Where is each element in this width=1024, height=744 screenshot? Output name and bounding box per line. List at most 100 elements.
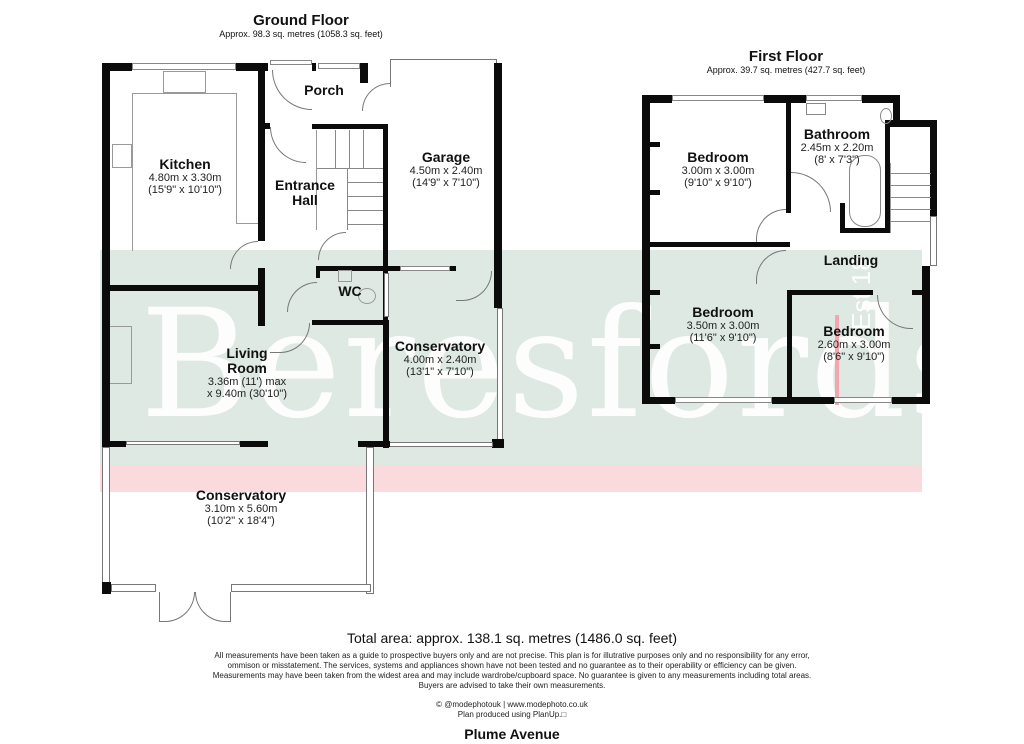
wall bbox=[102, 285, 265, 291]
wall bbox=[102, 63, 110, 448]
french-door-left[interactable] bbox=[159, 592, 195, 622]
room-landing: Landing bbox=[823, 252, 879, 268]
wall bbox=[650, 344, 660, 349]
toilet-icon bbox=[358, 288, 376, 304]
conservatory-glazing bbox=[366, 447, 374, 594]
wall bbox=[102, 63, 132, 71]
wall bbox=[316, 266, 389, 271]
room-garage: Garage 4.50m x 2.40m (14'9" x 7'10") bbox=[409, 149, 483, 190]
wall bbox=[388, 266, 400, 271]
produced-line: Plan produced using PlanUp.□ bbox=[457, 710, 567, 719]
wall bbox=[102, 582, 111, 594]
room-conservatory-small: Conservatory 4.00m x 2.40m (13'1" x 7'10… bbox=[394, 338, 486, 379]
wall bbox=[492, 439, 504, 448]
wall bbox=[650, 190, 660, 195]
wall bbox=[885, 120, 937, 127]
conservatory-glazing bbox=[231, 584, 371, 592]
wall bbox=[650, 142, 660, 147]
room-kitchen: Kitchen 4.80m x 3.30m (15'9" x 10'10") bbox=[148, 156, 222, 197]
first-floor-title: First Floor bbox=[748, 48, 824, 65]
room-entrance-hall: Entrance Hall bbox=[275, 177, 335, 208]
garage-window bbox=[400, 266, 450, 271]
room-bathroom: Bathroom 2.45m x 2.20m (8' x 7'3") bbox=[800, 126, 874, 167]
bedroom-window bbox=[675, 397, 772, 403]
wall bbox=[764, 95, 806, 103]
basin-icon bbox=[338, 270, 352, 282]
wall bbox=[642, 397, 675, 404]
wall bbox=[316, 266, 320, 278]
wall bbox=[240, 441, 268, 447]
wall bbox=[787, 290, 792, 400]
sink-icon bbox=[163, 71, 206, 93]
wall bbox=[360, 63, 368, 83]
total-area: Total area: approx. 138.1 sq. metres (14… bbox=[347, 630, 677, 646]
hall-door[interactable] bbox=[270, 127, 306, 163]
room-wc: WC bbox=[338, 283, 362, 299]
wall bbox=[772, 397, 834, 404]
wall bbox=[650, 290, 660, 295]
wall bbox=[358, 441, 390, 447]
room-living-room: Living Room 3.36m (11') max x 9.40m (30'… bbox=[207, 345, 287, 401]
bedroom-door[interactable] bbox=[756, 209, 786, 242]
wall bbox=[258, 268, 265, 326]
kitchen-counter bbox=[110, 71, 258, 251]
wall bbox=[787, 290, 873, 295]
wall bbox=[885, 125, 890, 233]
wall bbox=[312, 63, 316, 71]
wall bbox=[840, 228, 890, 233]
landing-window bbox=[930, 216, 937, 266]
conservatory-glazing bbox=[497, 308, 503, 440]
room-bedroom-3: Bedroom 2.60m x 3.00m (8'6" x 9'10") bbox=[817, 323, 891, 364]
wall bbox=[312, 124, 388, 129]
credits: © @modephotouk | www.modephoto.co.uk Pla… bbox=[0, 700, 1024, 720]
wall bbox=[383, 320, 389, 448]
brand-watermark: Beresfords bbox=[140, 278, 987, 452]
room-bedroom-1: Bedroom 3.00m x 3.00m (9'10" x 9'10") bbox=[681, 149, 755, 190]
wall bbox=[650, 242, 790, 247]
wall bbox=[383, 124, 388, 324]
wall bbox=[102, 441, 126, 447]
first-floor-area: Approx. 39.7 sq. metres (427.7 sq. feet) bbox=[706, 65, 866, 75]
conservatory-glazing bbox=[102, 447, 110, 587]
wall bbox=[642, 95, 672, 103]
garage-internal-door[interactable] bbox=[362, 83, 390, 111]
porch-window bbox=[318, 63, 360, 69]
ground-floor-area: Approx. 98.3 sq. metres (1058.3 sq. feet… bbox=[219, 29, 383, 39]
wall bbox=[786, 103, 791, 213]
conservatory-glazing bbox=[389, 442, 493, 447]
watermark-divider bbox=[835, 315, 839, 405]
disclaimer: All measurements have been taken as a gu… bbox=[212, 651, 812, 690]
ground-floor-title: Ground Floor bbox=[253, 12, 349, 29]
wall bbox=[930, 120, 937, 216]
bedroom-window bbox=[672, 95, 764, 101]
bathroom-window bbox=[806, 95, 862, 101]
french-door-right[interactable] bbox=[195, 592, 231, 622]
wc-window bbox=[384, 273, 389, 317]
address: Plume Avenue bbox=[464, 726, 560, 742]
staircase bbox=[316, 130, 383, 230]
bathroom-door[interactable] bbox=[791, 172, 831, 212]
wall bbox=[893, 95, 900, 125]
ground-floor-heading: Ground Floor Approx. 98.3 sq. metres (10… bbox=[219, 12, 383, 39]
cupboard-door[interactable] bbox=[318, 232, 346, 260]
bath-icon bbox=[849, 155, 881, 227]
room-conservatory-large: Conservatory 3.10m x 5.60m (10'2" x 18'4… bbox=[195, 487, 287, 528]
room-bedroom-2: Bedroom 3.50m x 3.00m (11'6" x 9'10") bbox=[686, 304, 760, 345]
basin-icon bbox=[880, 108, 892, 124]
porch-window bbox=[270, 60, 312, 65]
wall bbox=[450, 266, 456, 271]
wall bbox=[892, 397, 930, 404]
garage-door bbox=[390, 59, 497, 87]
wall bbox=[312, 320, 384, 325]
kitchen-window bbox=[132, 63, 236, 70]
wall bbox=[912, 290, 924, 295]
wall bbox=[840, 203, 845, 233]
wall bbox=[862, 95, 900, 103]
wall bbox=[236, 63, 268, 71]
conservatory-glazing bbox=[111, 584, 156, 592]
fireplace bbox=[110, 326, 132, 384]
hob-icon bbox=[112, 144, 132, 168]
wall bbox=[494, 63, 502, 308]
credit-line: © @modephotouk | www.modephoto.co.uk bbox=[436, 700, 588, 709]
bedroom-window bbox=[834, 397, 892, 403]
